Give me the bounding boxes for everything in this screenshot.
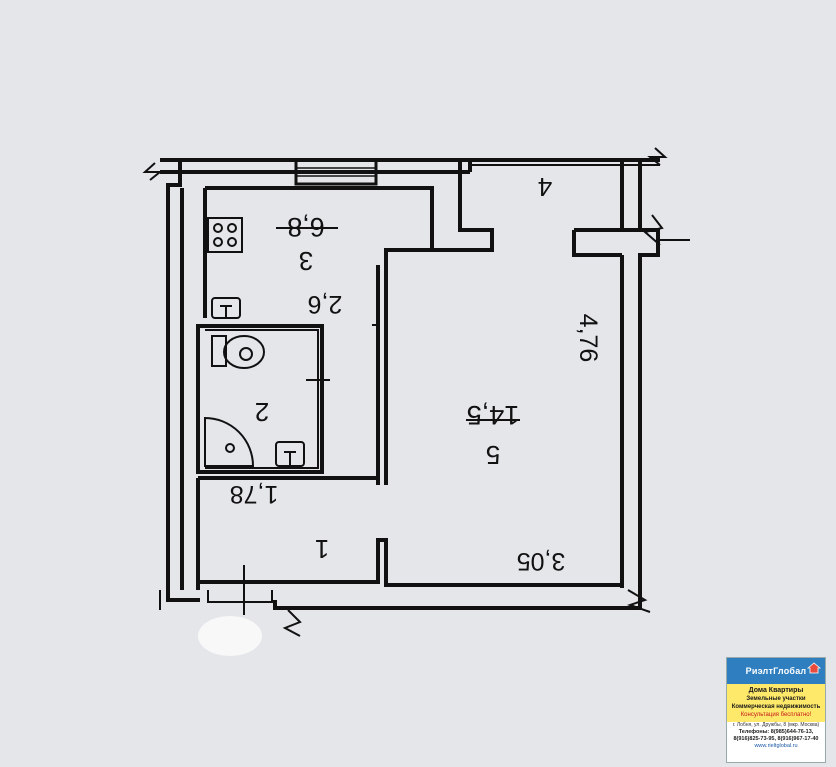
ad-phones-label: Телефоны: [738,729,770,735]
ad-line3: Коммерческая недвижимость [731,704,821,710]
smudge [198,616,262,656]
house-icon [807,662,821,674]
ad-url-link[interactable]: www.rieltglobal.ru [754,743,798,749]
dimension-kitchen-width: 2,6 [308,290,343,318]
room-1-number: 1 [315,534,329,564]
ad-line1: Дома Квартиры [748,687,804,694]
ad-logo: РиэлтГлобал [745,666,807,676]
interior-walls [196,160,628,615]
ad-header: РиэлтГлобал [727,658,825,684]
window-top [294,158,378,186]
ad-phones-2: 8(916)825-73-95, 8(916)967-17-40 [733,736,819,742]
break-marks [142,147,690,637]
ad-phones-1: 8(985)644-76-13, [770,729,814,735]
shower-icon [204,416,255,467]
ad-line2: Земельные участки [746,696,806,702]
ad-line4: Консультация бесплатно! [740,712,812,718]
kitchen-sink-icon [211,297,241,319]
room-5-number: 5 [486,440,500,470]
dimension-room-width: 3,05 [517,547,566,575]
dimension-room-height: 4,76 [574,314,602,363]
ad-address: г. Лобня, ул. Дружбы, 8 (мкр. Москва) [732,722,820,728]
room-2-number: 2 [255,397,269,427]
advertisement-block[interactable]: РиэлтГлобал Дома Квартиры Земельные учас… [726,657,826,763]
bath-sink-icon [275,441,305,467]
stove-icon [207,217,243,253]
room-5-area: 14,5 [467,400,520,430]
ad-phones: Телефоны: 8(985)644-76-13, [727,729,825,736]
dimension-hall-width: 1,78 [230,480,279,508]
room-3-number: 3 [299,246,313,276]
room-4-number: 4 [538,172,552,202]
ad-services: Дома Квартиры Земельные участки Коммерче… [727,684,825,722]
toilet-icon [211,335,265,369]
outer-walls [160,158,660,610]
